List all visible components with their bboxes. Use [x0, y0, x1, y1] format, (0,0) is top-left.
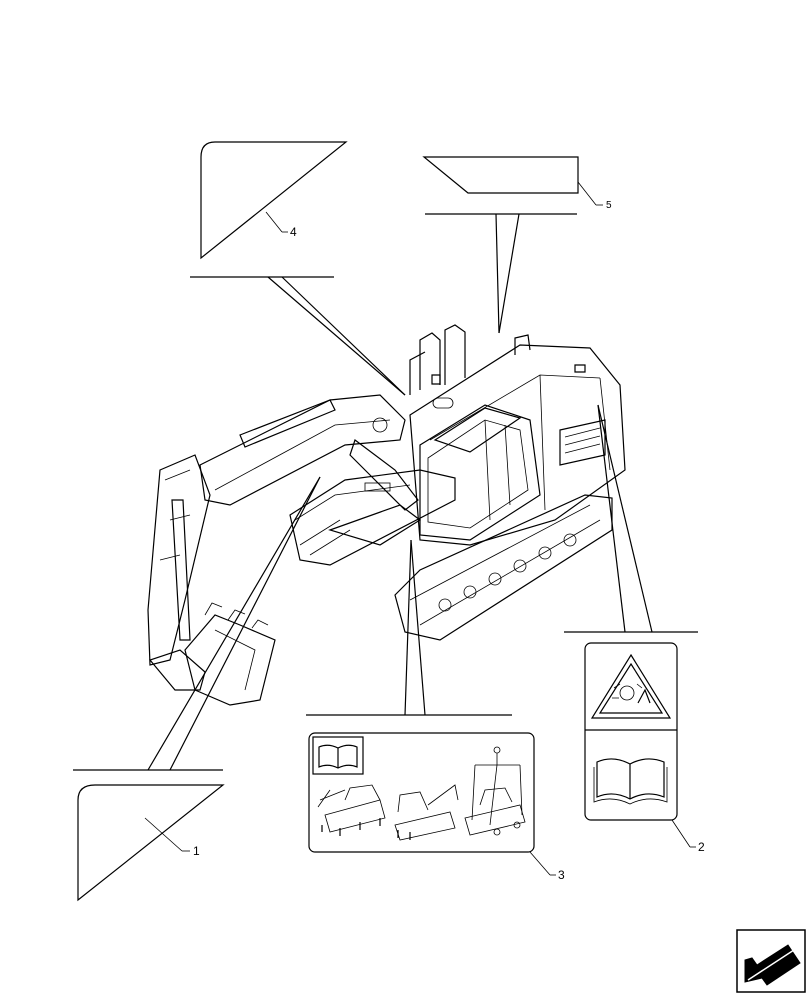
- callout-number-3: 3: [558, 868, 565, 882]
- mini-excavator-side: [394, 784, 459, 841]
- decal-5: [422, 156, 603, 206]
- callout-number-4: 4: [290, 225, 297, 239]
- callout-number-1: 1: [193, 844, 200, 858]
- decal-3: [308, 732, 556, 876]
- mini-excavator-tie-down: [317, 784, 386, 836]
- decal-2: [584, 642, 696, 848]
- manual-book-icon: [318, 744, 358, 769]
- mini-excavator-lifting: [464, 746, 526, 836]
- callout-number-5: 5: [606, 200, 612, 211]
- previous-page-arrow-icon[interactable]: [736, 929, 806, 993]
- manual-book-icon: [593, 758, 668, 805]
- warning-triangle-icon: [590, 653, 672, 719]
- decal-1: [77, 784, 225, 902]
- leader-lines: [73, 213, 698, 771]
- excavator-illustration: [147, 324, 626, 706]
- callout-number-2: 2: [698, 840, 705, 854]
- decal-4: [200, 141, 348, 260]
